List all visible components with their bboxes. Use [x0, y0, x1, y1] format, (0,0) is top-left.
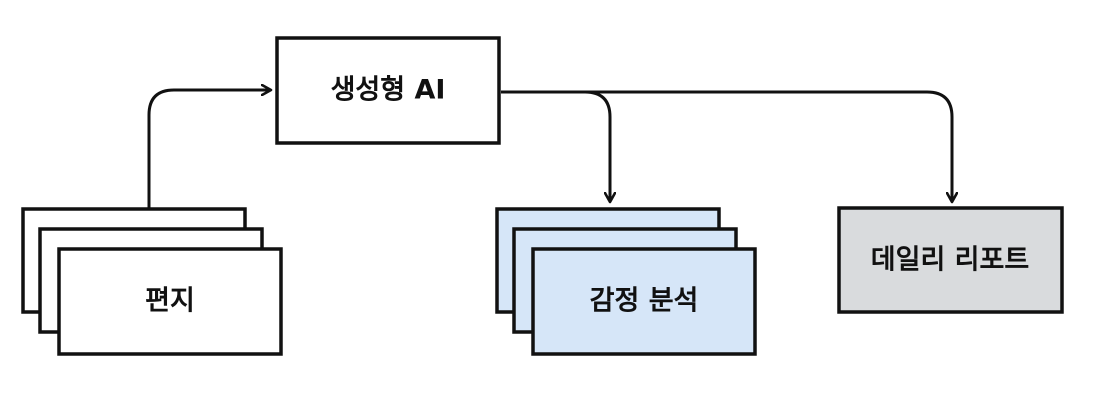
arrow-letters-to-ai [147, 90, 270, 208]
sentiment-analysis-stack: 감정 분석 [495, 207, 757, 356]
arrow-ai-to-report [585, 90, 952, 201]
generative-ai-node: 생성형 AI [275, 36, 501, 145]
sentiment-card-front [531, 247, 757, 356]
letters-label: 편지 [145, 286, 195, 317]
letters-stack: 편지 [21, 207, 283, 356]
arrow-ai-to-sentiment [501, 90, 610, 201]
letters-card-front [57, 247, 283, 356]
generative-ai-label: 생성형 AI [331, 75, 446, 106]
daily-report-label: 데일리 리포트 [871, 245, 1029, 276]
daily-report-node: 데일리 리포트 [837, 206, 1064, 314]
generative-ai-box [275, 36, 501, 145]
daily-report-box [837, 206, 1064, 314]
sentiment-analysis-label: 감정 분석 [590, 286, 699, 317]
